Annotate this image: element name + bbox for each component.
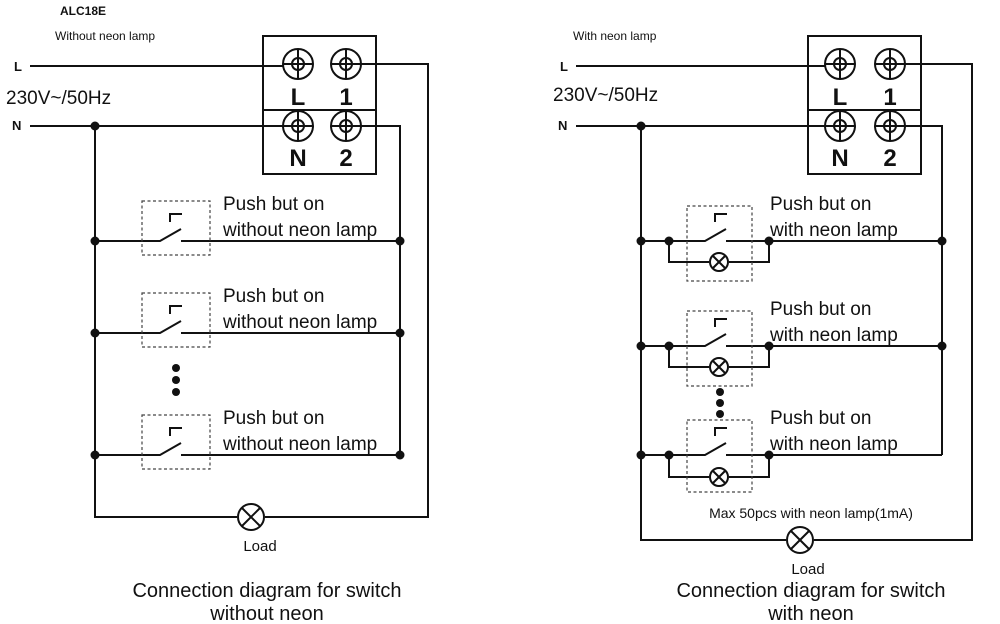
neon-lamp-icon [709,252,729,272]
terminal-block-left [262,35,377,175]
junction-dots-right [636,121,947,460]
terminal-screw-icon [824,110,856,142]
caption-right-line1: Connection diagram for switch [676,580,945,602]
terminal-label: 1 [339,84,352,111]
wiring-right [576,63,973,541]
push-button-switch-with-neon [686,419,753,493]
terminal-screw-icon [874,110,906,142]
load-label-right: Load [791,561,824,578]
voltage-label-right: 230V~/50Hz [553,85,658,106]
line-label-left: L [14,59,22,74]
neon-lamp-icon [709,467,729,487]
terminal-label: 1 [883,84,896,111]
push-button-label: Push but on with neon lamp [769,299,898,346]
svg-text:Push but on: Push but on [223,408,324,429]
terminal-screw-icon [330,110,362,142]
push-button-switch [141,292,211,348]
svg-text:with neon lamp: with neon lamp [769,325,898,346]
diagram-without-neon: ALC18E Without neon lamp L 230V~/50Hz N … [6,4,429,624]
neutral-label-right: N [558,118,567,133]
line-label-right: L [560,59,568,74]
svg-text:without neon lamp: without neon lamp [222,312,377,333]
svg-text:Push but on: Push but on [223,286,324,307]
push-button-label: Push but on with neon lamp [769,408,898,455]
push-button-switch-with-neon [686,310,753,387]
terminal-label: N [831,145,848,172]
push-button-label: Push but on without neon lamp [222,408,377,455]
neon-lamp-icon [709,357,729,377]
variant-label-right: With neon lamp [573,29,657,43]
load-lamp-icon [237,503,265,531]
continuation-dots [716,388,724,418]
svg-text:Push but on: Push but on [770,299,871,320]
terminal-label: 2 [339,145,352,172]
wiring-left [30,63,429,518]
diagram-with-neon: With neon lamp L 230V~/50Hz N L 1 N 2 [553,29,973,624]
push-button-switch-with-neon [686,205,753,282]
svg-text:with neon lamp: with neon lamp [769,434,898,455]
load-label-left: Load [243,538,276,555]
continuation-dots [172,364,180,396]
push-button-label: Push but on with neon lamp [769,194,898,241]
svg-text:Push but on: Push but on [770,408,871,429]
svg-text:Push but on: Push but on [223,194,324,215]
terminal-block-right [807,35,922,175]
terminal-label: L [833,84,848,111]
model-label: ALC18E [60,4,106,18]
voltage-label-left: 230V~/50Hz [6,88,111,109]
push-button-label: Push but on without neon lamp [222,286,377,333]
load-lamp-icon [786,526,814,554]
svg-text:without neon lamp: without neon lamp [222,220,377,241]
terminal-screw-icon [282,110,314,142]
terminal-label: L [291,84,306,111]
neutral-label-left: N [12,118,21,133]
caption-right-line2: with neon [767,603,854,624]
terminal-screw-icon [874,48,906,80]
max-neon-note: Max 50pcs with neon lamp(1mA) [709,505,913,521]
terminal-screw-icon [330,48,362,80]
terminal-screw-icon [282,48,314,80]
terminal-label: N [289,145,306,172]
caption-left-line1: Connection diagram for switch [132,580,401,602]
push-button-switch [141,414,211,470]
svg-text:without neon lamp: without neon lamp [222,434,377,455]
svg-text:Push but on: Push but on [770,194,871,215]
svg-text:with neon lamp: with neon lamp [769,220,898,241]
terminal-screw-icon [824,48,856,80]
junction-dots-left [90,121,405,460]
caption-left-line2: without neon [209,603,323,624]
variant-label-left: Without neon lamp [55,29,155,43]
push-button-label: Push but on without neon lamp [222,194,377,241]
push-button-switch [141,200,211,256]
terminal-label: 2 [883,145,896,172]
